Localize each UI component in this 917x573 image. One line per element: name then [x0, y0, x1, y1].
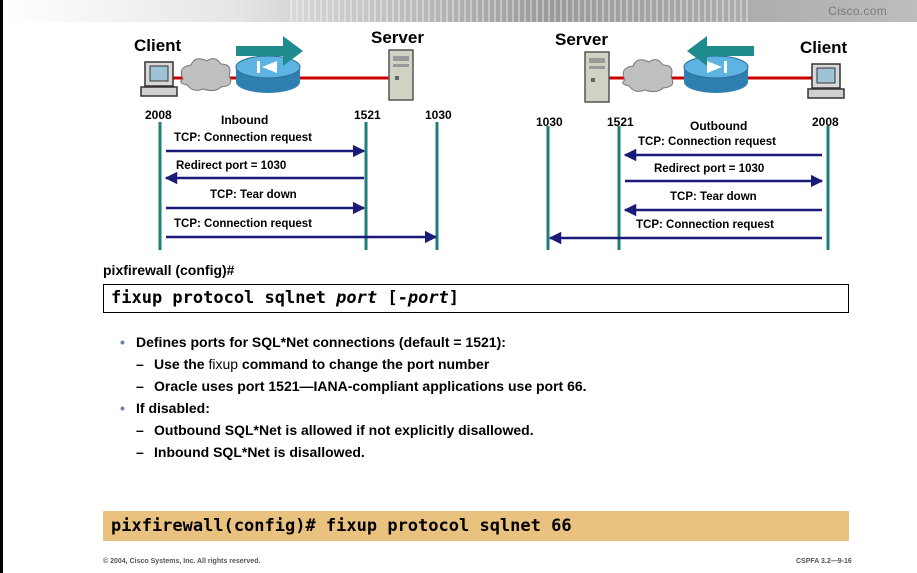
outbound-port-1030: 1030 — [536, 115, 563, 129]
inbound-server-label: Server — [371, 28, 424, 47]
internet-cloud-icon — [622, 59, 674, 93]
sub-bullet-fixup-command: Use the fixup command to change the port… — [120, 355, 840, 377]
outbound-msg-connection-request: TCP: Connection request — [638, 136, 777, 148]
header-texture — [290, 0, 750, 22]
command-arg-port-range: port — [407, 288, 449, 308]
sub-bullet-fixup-pre: Use the — [154, 356, 209, 372]
sub-bullet-outbound-allowed: Outbound SQL*Net is allowed if not expli… — [120, 421, 840, 443]
inbound-direction-label: Inbound — [221, 113, 269, 127]
header-band — [3, 0, 917, 22]
inbound-msg-redirect-port: Redirect port = 1030 — [176, 160, 287, 172]
server-tower-icon — [584, 51, 610, 103]
inbound-msg-connection-request-2: TCP: Connection request — [174, 218, 313, 230]
inbound-port-client: 2008 — [145, 108, 172, 122]
inbound-port-1521: 1521 — [354, 108, 381, 122]
client-pc-icon — [807, 63, 845, 99]
internet-cloud-icon — [180, 58, 232, 92]
bullet-if-disabled: If disabled: — [120, 399, 840, 421]
outbound-port-client: 2008 — [812, 115, 839, 129]
inbound-port-1030: 1030 — [425, 108, 452, 122]
footer-copyright: © 2004, Cisco Systems, Inc. All rights r… — [103, 558, 261, 565]
bullet-list: Defines ports for SQL*Net connections (d… — [120, 333, 840, 465]
outbound-server-label: Server — [555, 30, 608, 49]
outbound-msg-tear-down: TCP: Tear down — [670, 191, 757, 203]
inbound-timelines — [158, 122, 439, 250]
config-prompt: pixfirewall (config)# — [103, 262, 235, 278]
outbound-port-1521: 1521 — [607, 115, 634, 129]
footer-page-id: CSPFA 3.2—9-16 — [796, 558, 852, 565]
outbound-topology — [584, 36, 845, 103]
outbound-msg-connection-request-2: TCP: Connection request — [636, 219, 775, 231]
sub-bullet-fixup-post: command to change the port number — [238, 356, 490, 372]
bullet-defines-ports: Defines ports for SQL*Net connections (d… — [120, 333, 840, 355]
outbound-msg-redirect-port: Redirect port = 1030 — [654, 163, 765, 175]
client-pc-icon — [140, 61, 178, 97]
outbound-direction-label: Outbound — [690, 119, 748, 133]
example-command-box: pixfirewall(config)# fixup protocol sqln… — [103, 511, 849, 541]
outbound-timelines — [546, 126, 830, 250]
command-base: fixup protocol sqlnet — [111, 288, 337, 308]
inbound-client-label: Client — [134, 36, 182, 55]
sub-bullet-fixup-keyword: fixup — [208, 356, 239, 372]
pix-firewall-icon — [235, 55, 301, 93]
pix-firewall-icon — [683, 55, 749, 93]
inbound-msg-tear-down: TCP: Tear down — [210, 189, 297, 201]
brand-link[interactable]: Cisco.com — [828, 4, 887, 18]
command-syntax-box: fixup protocol sqlnet port [-port] — [103, 284, 849, 313]
sqlnet-diagrams — [140, 36, 845, 250]
inbound-topology — [140, 36, 414, 101]
inbound-msg-connection-request: TCP: Connection request — [174, 132, 313, 144]
command-close-bracket: ] — [448, 288, 460, 308]
command-arg-port: port — [336, 288, 378, 308]
outbound-direction-arrow-icon — [687, 36, 754, 66]
outbound-message-arrows — [548, 148, 824, 245]
inbound-message-arrows — [164, 144, 438, 244]
sub-bullet-oracle-port: Oracle uses port 1521—IANA-compliant app… — [120, 377, 840, 399]
server-tower-icon — [388, 49, 414, 101]
inbound-direction-arrow-icon — [236, 36, 303, 66]
command-open-bracket: [- — [377, 288, 408, 308]
sub-bullet-inbound-disallowed: Inbound SQL*Net is disallowed. — [120, 443, 840, 465]
left-border — [0, 0, 3, 573]
outbound-client-label: Client — [800, 38, 848, 57]
